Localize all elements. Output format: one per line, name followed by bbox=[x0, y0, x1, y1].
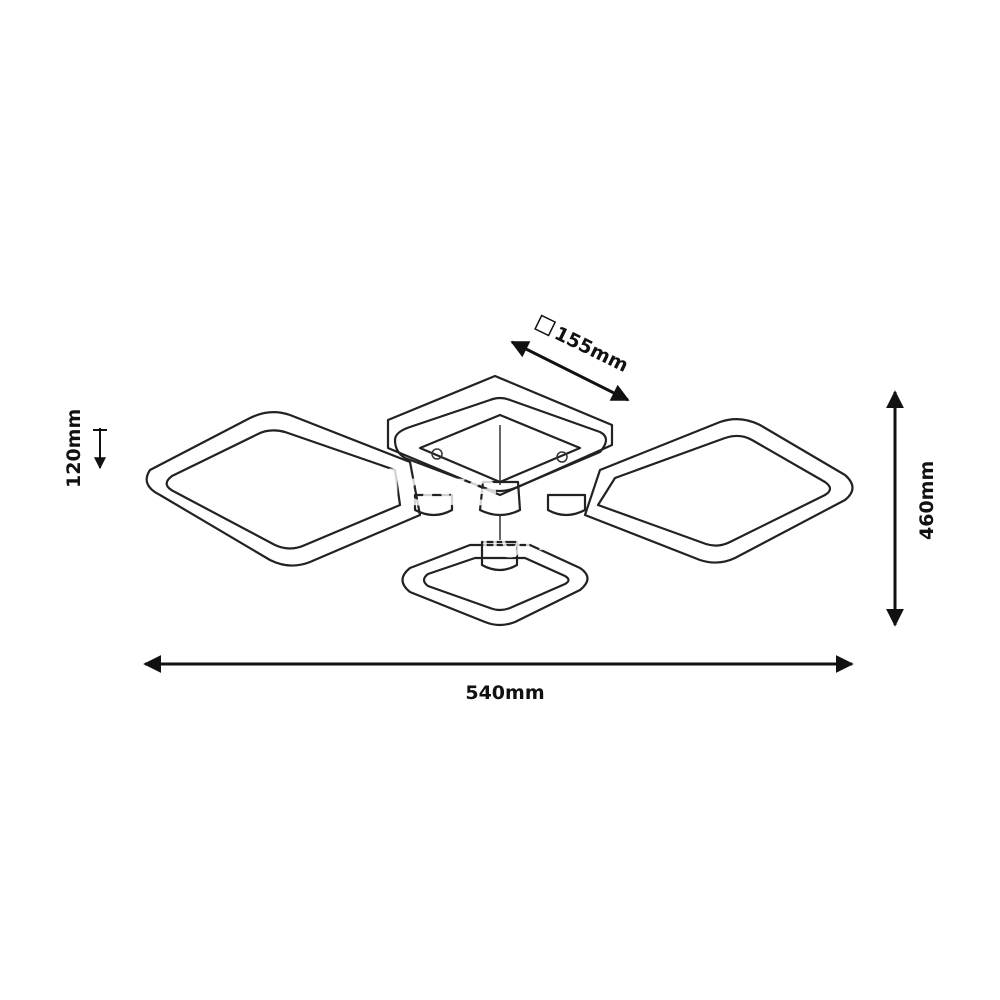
svg-text:lighting: lighting bbox=[480, 518, 615, 559]
canopy bbox=[386, 374, 614, 497]
canopy-dimension-arrow bbox=[510, 340, 630, 402]
spotlights bbox=[413, 480, 587, 572]
width-dimension-label: 540mm bbox=[465, 682, 544, 704]
height-dimension-label: 120mm bbox=[63, 409, 85, 488]
watermark: love lighting bbox=[385, 461, 615, 559]
right-ring bbox=[583, 418, 854, 564]
svg-text:love: love bbox=[385, 461, 498, 517]
depth-dimension-label: 460mm bbox=[916, 461, 938, 540]
left-ring bbox=[145, 411, 422, 567]
front-ring bbox=[401, 543, 589, 627]
square-icon bbox=[534, 314, 557, 337]
